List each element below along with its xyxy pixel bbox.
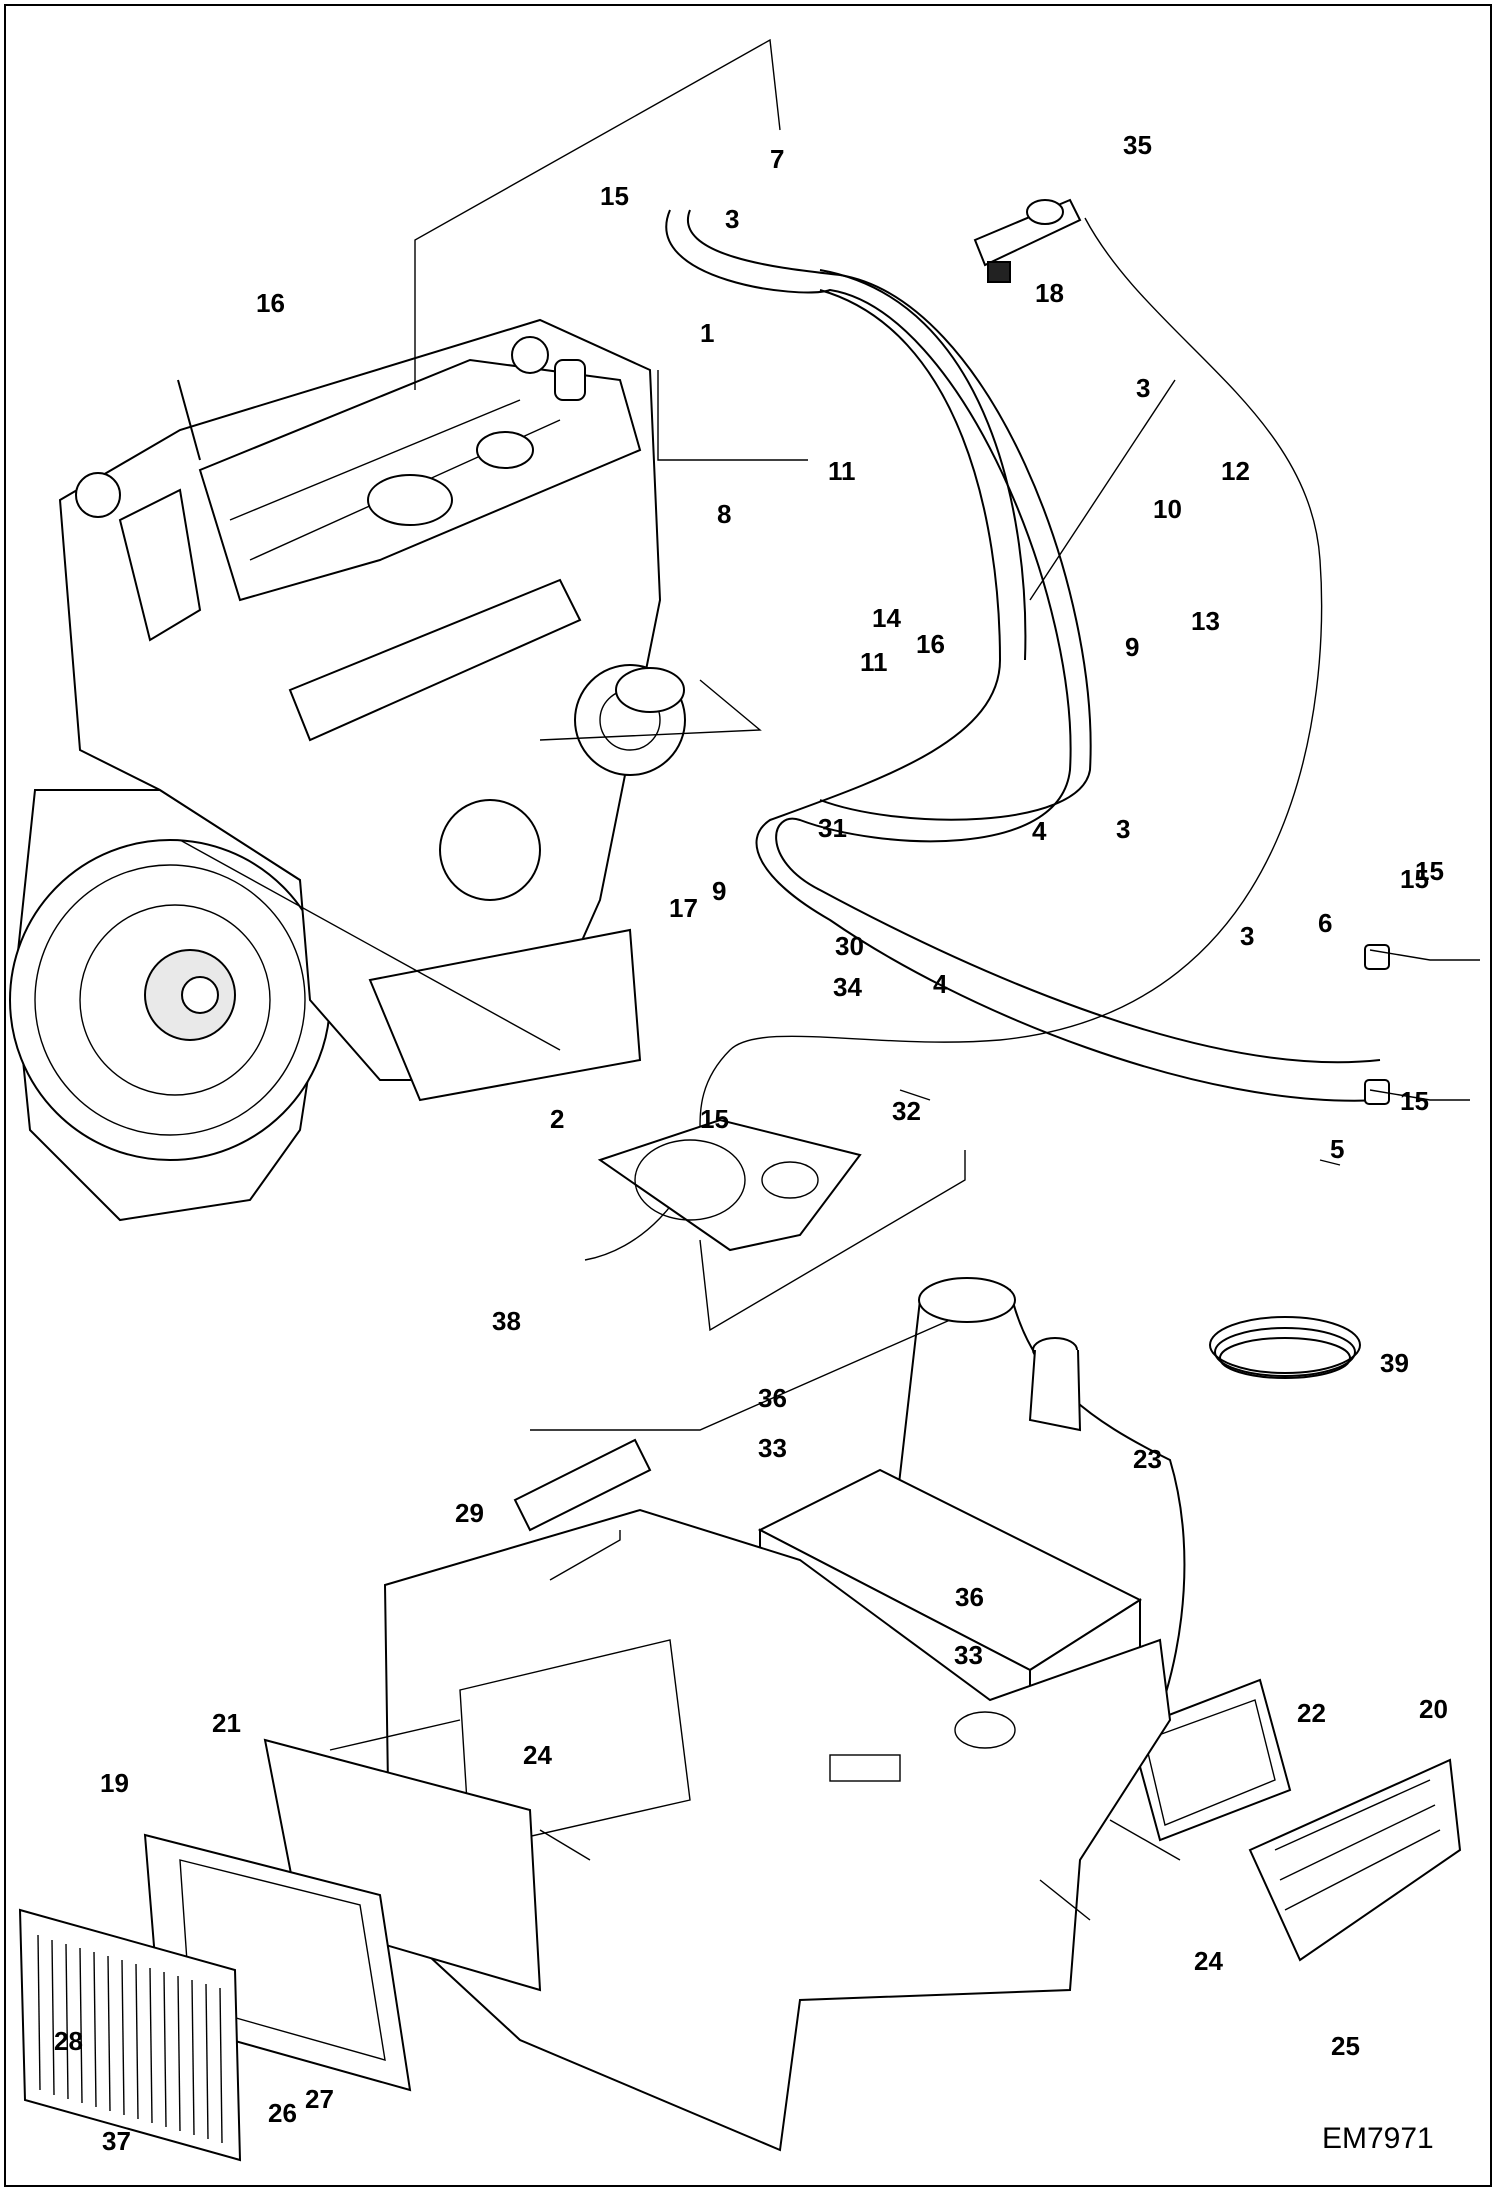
callout-15: 15: [600, 181, 629, 211]
callout-33: 33: [758, 1433, 787, 1463]
document-code: EM7971: [1322, 2122, 1434, 2155]
callout-27: 27: [305, 2084, 334, 2114]
heater-hoses: [665, 209, 1390, 1105]
callout-5: 5: [1330, 1134, 1344, 1164]
callout-4: 4: [933, 969, 948, 999]
callout-38: 38: [492, 1306, 521, 1336]
callout-12: 12: [1221, 456, 1250, 486]
callout-36: 36: [955, 1582, 984, 1612]
callout-16: 16: [256, 288, 285, 318]
callout-37: 37: [102, 2126, 131, 2156]
callout-3: 3: [1240, 921, 1254, 951]
callout-3: 3: [1136, 373, 1150, 403]
callout-labels: 1233334456789910111112131415151515151616…: [54, 130, 1448, 2156]
callout-11: 11: [828, 456, 856, 486]
callout-18: 18: [1035, 278, 1064, 308]
callout-25: 25: [1331, 2031, 1360, 2061]
callout-30: 30: [835, 931, 864, 961]
callout-11: 11: [860, 647, 888, 677]
callout-4: 4: [1032, 816, 1047, 846]
callout-24: 24: [523, 1740, 552, 1770]
callout-34: 34: [833, 972, 862, 1002]
callout-1: 1: [700, 318, 714, 348]
callout-21: 21: [212, 1708, 241, 1738]
callout-16: 16: [916, 629, 945, 659]
callout-10: 10: [1153, 494, 1182, 524]
callout-2: 2: [550, 1104, 564, 1134]
callout-39: 39: [1380, 1348, 1409, 1378]
heater-valve-control: [584, 198, 1323, 1261]
callout-33: 33: [954, 1640, 983, 1670]
callout-17: 17: [669, 893, 698, 923]
callout-35: 35: [1123, 130, 1152, 160]
leader-lines: [179, 38, 1480, 1921]
callout-14: 14: [872, 603, 901, 633]
callout-22: 22: [1297, 1698, 1326, 1728]
callout-23: 23: [1133, 1444, 1162, 1474]
callout-15: 15: [1400, 1086, 1429, 1116]
callout-3: 3: [1116, 814, 1130, 844]
callout-8: 8: [717, 499, 731, 529]
callout-15: 15: [1400, 864, 1429, 894]
callout-24: 24: [1194, 1946, 1223, 1976]
engine-assembly: [9, 318, 686, 1222]
callout-15: 15: [700, 1104, 729, 1134]
callout-6: 6: [1318, 908, 1332, 938]
callout-28: 28: [54, 2026, 83, 2056]
front-grille-assembly: [18, 1316, 1361, 2162]
callout-36: 36: [758, 1383, 787, 1413]
callout-13: 13: [1191, 606, 1220, 636]
callout-19: 19: [100, 1768, 129, 1798]
callout-26: 26: [268, 2098, 297, 2128]
callout-31: 31: [818, 813, 847, 843]
callout-3: 3: [725, 204, 739, 234]
callout-15: 15: [1415, 856, 1444, 886]
callout-9: 9: [712, 876, 726, 906]
callout-7: 7: [770, 144, 784, 174]
callout-29: 29: [455, 1498, 484, 1528]
gasket-plate: [597, 1118, 862, 1252]
diagram-frame: [4, 4, 1492, 2187]
callout-20: 20: [1419, 1694, 1448, 1724]
callout-32: 32: [892, 1096, 921, 1126]
callout-9: 9: [1125, 632, 1139, 662]
